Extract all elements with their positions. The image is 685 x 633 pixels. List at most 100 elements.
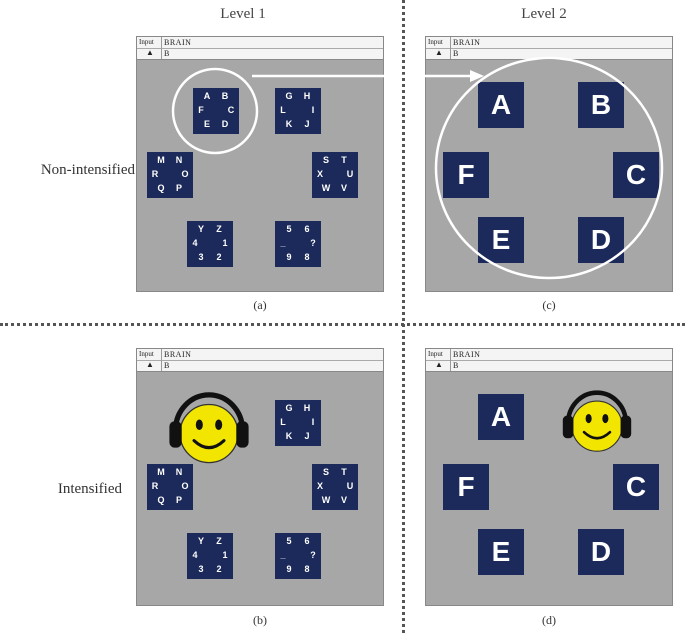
column-title-level-1: Level 1 <box>220 6 266 22</box>
column-title-level-2: Level 2 <box>521 6 567 22</box>
tile-char: 2 <box>216 252 222 262</box>
horizontal-divider <box>0 323 685 326</box>
tile-char: K <box>285 431 293 441</box>
tile-char: B <box>221 91 229 101</box>
tile-char: H <box>303 403 311 413</box>
tile-char: K <box>285 119 293 129</box>
tile-char: 2 <box>216 564 222 574</box>
input-button[interactable]: ▲ <box>139 48 162 59</box>
row-label-non-intensified: Non-intensified <box>40 162 135 178</box>
letter-tile-b: B <box>578 82 624 128</box>
input-button[interactable]: ▲ <box>428 360 451 371</box>
tile-char: F <box>198 105 204 115</box>
tile-char: E <box>203 119 210 129</box>
tile-char: I <box>311 105 315 115</box>
tile-char: D <box>221 119 229 129</box>
tile-char: X <box>316 169 323 179</box>
tile-char: Z <box>216 536 222 546</box>
tile-char: M <box>157 155 165 165</box>
tile-char: Y <box>197 224 204 234</box>
letter-tile-e: E <box>478 217 524 263</box>
smiley-with-headphones-icon <box>169 392 249 464</box>
tile-char: Q <box>157 495 165 505</box>
zoom-arrow-head <box>470 70 484 82</box>
tile-char: _ <box>280 550 286 560</box>
tile-char: T <box>341 467 347 477</box>
input-cursor: B <box>453 49 459 58</box>
tile-char: O <box>181 169 189 179</box>
tile-char: G <box>285 403 293 413</box>
tile-char: J <box>304 119 310 129</box>
tile-char: P <box>175 183 182 193</box>
input-cursor: B <box>164 49 170 58</box>
tile-char: X <box>316 481 323 491</box>
tile-char: P <box>175 495 182 505</box>
tile-char: R <box>151 169 159 179</box>
letter-tile-a: A <box>478 82 524 128</box>
tile-char: I <box>311 417 315 427</box>
tile-char: V <box>340 183 347 193</box>
letter-tile-f: F <box>443 152 489 198</box>
tile-char: Q <box>157 183 165 193</box>
smiley-with-headphones-icon <box>562 390 632 452</box>
tile-char: 1 <box>222 550 228 560</box>
letter-tile-c: C <box>613 152 659 198</box>
tile-char: 8 <box>304 252 310 262</box>
tile-char: ? <box>310 550 316 560</box>
input-value: BRAIN <box>164 38 192 47</box>
tile-char: Y <box>197 536 204 546</box>
tile-char: V <box>340 495 347 505</box>
vertical-divider <box>402 0 405 633</box>
letter-tile-d: D <box>578 529 624 575</box>
input-cursor: B <box>453 361 459 370</box>
caption-c: (c) <box>542 298 556 312</box>
caption-b: (b) <box>253 613 267 627</box>
tile-char: G <box>285 91 293 101</box>
tile-char: O <box>181 481 189 491</box>
tile-char: 1 <box>222 238 228 248</box>
input-button[interactable]: ▲ <box>139 360 162 371</box>
input-label: Input <box>428 349 451 360</box>
tile-char: 4 <box>192 550 198 560</box>
letter-tile-e: E <box>478 529 524 575</box>
input-button[interactable]: ▲ <box>428 48 451 59</box>
tile-char: J <box>304 431 310 441</box>
tile-char: 3 <box>198 564 204 574</box>
input-label: Input <box>139 37 162 48</box>
tile-char: A <box>203 91 211 101</box>
input-label: Input <box>139 349 162 360</box>
tile-char: 4 <box>192 238 198 248</box>
tile-char: W <box>321 183 331 193</box>
tile-char: ? <box>310 238 316 248</box>
selection-circle-level-2 <box>434 56 664 280</box>
letter-tile-f: F <box>443 464 489 510</box>
tile-char: 3 <box>198 252 204 262</box>
input-value: BRAIN <box>453 350 481 359</box>
input-cursor: B <box>164 361 170 370</box>
tile-char: R <box>151 481 159 491</box>
input-value: BRAIN <box>453 38 481 47</box>
tile-char: 5 <box>286 536 292 546</box>
tile-char: 5 <box>286 224 292 234</box>
caption-d: (d) <box>542 613 556 627</box>
tile-char: W <box>321 495 331 505</box>
tile-char: L <box>280 105 286 115</box>
tile-char: L <box>280 417 286 427</box>
letter-tile-c: C <box>613 464 659 510</box>
